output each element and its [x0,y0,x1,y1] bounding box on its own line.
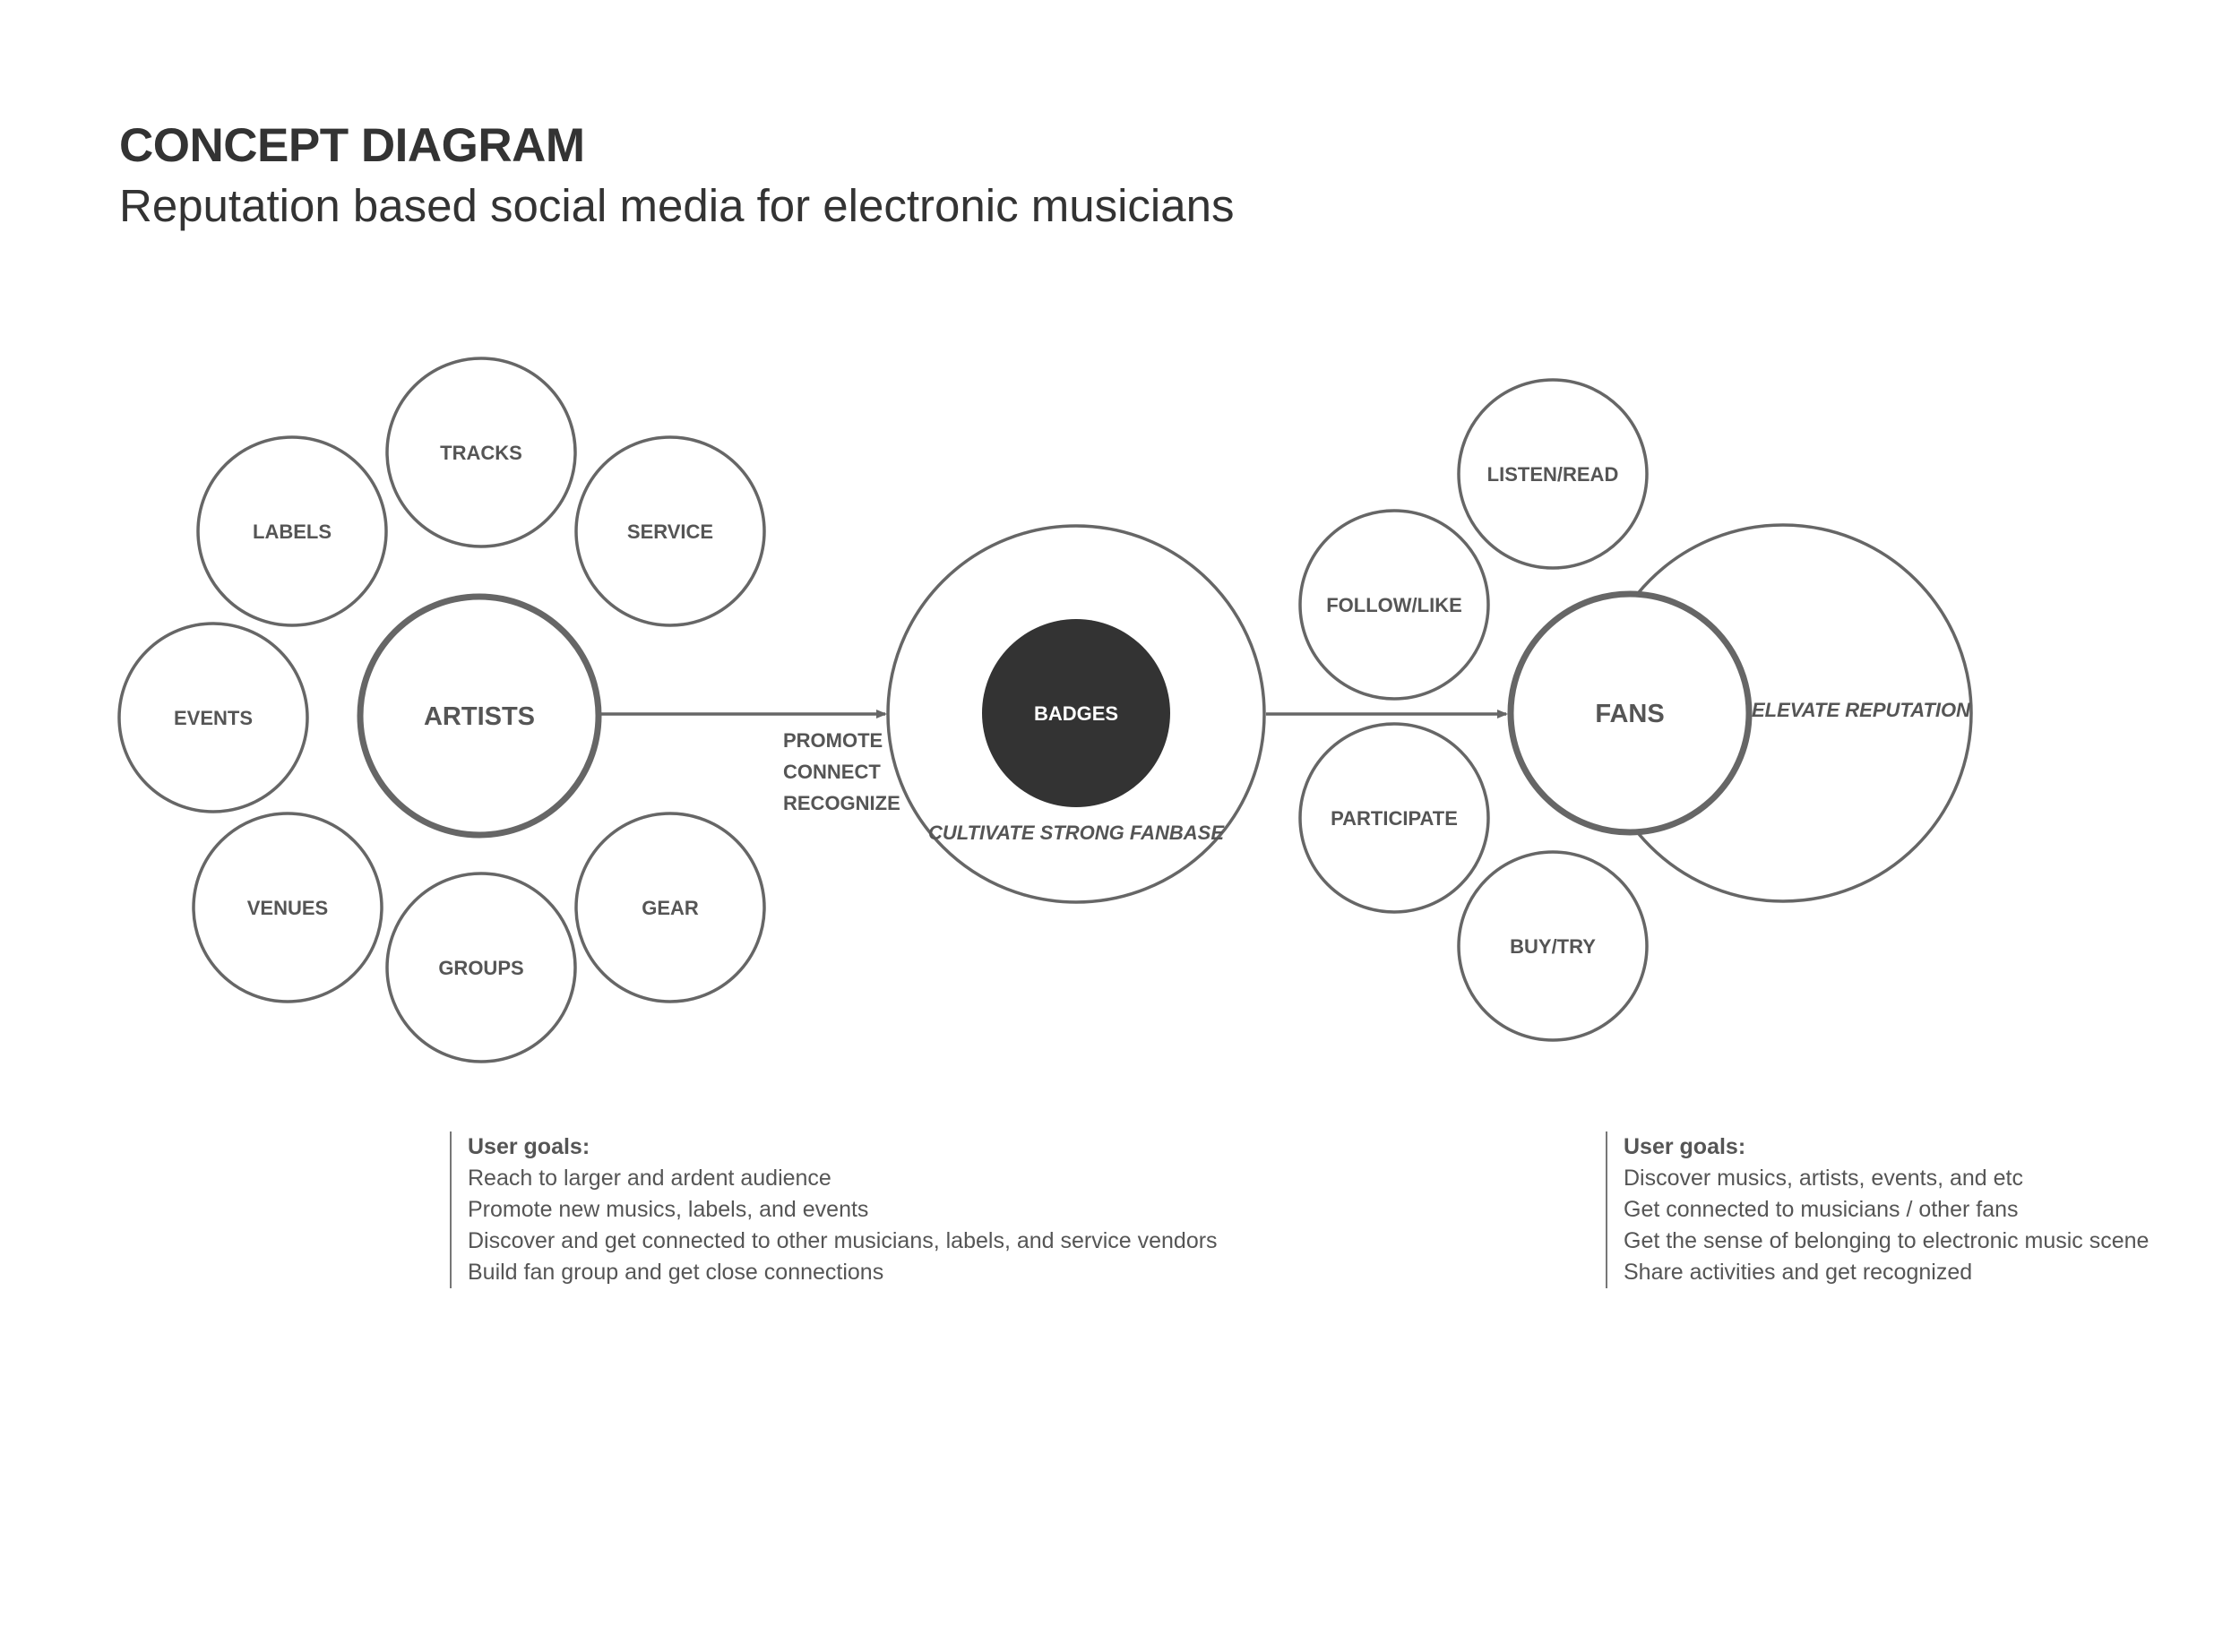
list-item: Reach to larger and ardent audience [468,1166,831,1191]
node-buy-try[interactable]: BUY/TRY [1457,850,1649,1042]
follow-like-label: FOLLOW/LIKE [1326,594,1462,616]
service-label: SERVICE [627,521,713,543]
events-label: EVENTS [174,707,253,729]
participate-circle [1298,722,1490,914]
list-item: Promote new musics, labels, and events [468,1197,869,1222]
action-promote: PROMOTE [783,729,883,752]
node-venues[interactable]: VENUES [192,812,383,1003]
venues-label: VENUES [247,897,328,919]
tracks-circle [385,357,577,548]
groups-label: GROUPS [438,957,523,979]
node-listen-read[interactable]: LISTEN/READ [1457,378,1649,570]
participate-label: PARTICIPATE [1331,807,1458,830]
list-item: Get the sense of belonging to electronic… [1624,1228,2150,1253]
list-item: Discover and get connected to other musi… [468,1228,1218,1253]
node-labels[interactable]: LABELS [196,435,388,627]
fan-goals-title: User goals: [1624,1134,1746,1159]
node-gear[interactable]: GEAR [574,812,766,1003]
badges-circle [982,619,1170,807]
service-circle [574,435,766,627]
follow-like-circle [1298,509,1490,701]
reputation-caption: ELEVATE REPUTATION [1752,699,1971,721]
node-artists[interactable]: ARTISTS [357,593,602,839]
action-recognize: RECOGNIZE [783,792,900,814]
venues-circle [192,812,383,1003]
badges-label: BADGES [1034,702,1118,725]
fanbase-caption: CULTIVATE STRONG FANBASE [928,822,1225,844]
artists-circle [357,593,602,839]
badges-hub: BADGES CULTIVATE STRONG FANBASE [886,524,1266,904]
gear-circle [574,812,766,1003]
action-connect: CONNECT [783,761,881,783]
node-fans[interactable]: FANS [1507,590,1753,836]
fans-label: FANS [1595,700,1664,728]
page-title: CONCEPT DIAGRAM [119,119,585,172]
labels-circle [196,435,388,627]
node-groups[interactable]: GROUPS [385,872,577,1063]
listen-read-label: LISTEN/READ [1487,463,1619,486]
gear-label: GEAR [642,897,699,919]
list-item: Get connected to musicians / other fans [1624,1197,2019,1222]
events-circle [117,622,309,813]
artist-goals-title: User goals: [468,1134,590,1159]
node-badges[interactable]: BADGES [982,619,1170,807]
tracks-label: TRACKS [440,442,522,464]
labels-label: LABELS [253,521,332,543]
artists-cluster: TRACKS LABELS SERVICE EVENTS VENUES GROU… [117,357,766,1063]
listen-read-circle [1457,378,1649,570]
groups-circle [385,872,577,1063]
node-events[interactable]: EVENTS [117,622,309,813]
fan-goals-panel: User goals: Discover musics, artists, ev… [1606,1131,2149,1288]
connector-actions: PROMOTE CONNECT RECOGNIZE [783,729,900,814]
artist-goals-panel: User goals: Reach to larger and ardent a… [450,1131,1218,1288]
artists-label: ARTISTS [424,702,535,731]
node-tracks[interactable]: TRACKS [385,357,577,548]
node-service[interactable]: SERVICE [574,435,766,627]
list-item: Discover musics, artists, events, and et… [1624,1166,2023,1191]
artist-goals-list: Reach to larger and ardent audience Prom… [468,1163,1218,1288]
node-participate[interactable]: PARTICIPATE [1298,722,1490,914]
buy-try-circle [1457,850,1649,1042]
buy-try-label: BUY/TRY [1510,935,1596,958]
list-item: Share activities and get recognized [1624,1260,1973,1285]
node-follow-like[interactable]: FOLLOW/LIKE [1298,509,1490,701]
fan-goals-list: Discover musics, artists, events, and et… [1624,1163,2149,1288]
page-subtitle: Reputation based social media for electr… [119,180,1235,231]
fans-circle [1507,590,1753,836]
fans-cluster: LISTEN/READ FOLLOW/LIKE PARTICIPATE BUY/… [1298,378,1973,1042]
list-item: Build fan group and get close connection… [468,1260,884,1285]
